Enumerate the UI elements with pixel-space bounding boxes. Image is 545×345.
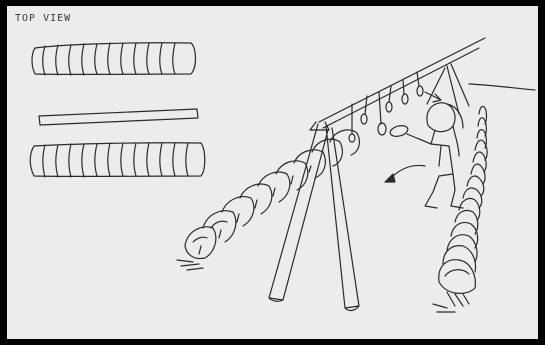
tire-row-right [433, 106, 487, 312]
ground-line [469, 84, 535, 90]
paper-sheet: TOP VIEW [7, 6, 538, 339]
top-view-tire-row-upper [32, 43, 196, 75]
top-view-beam-plank [39, 109, 198, 125]
child-figure [389, 103, 463, 208]
sketch-illustration [7, 6, 538, 339]
top-view-tire-row-lower [30, 143, 205, 177]
